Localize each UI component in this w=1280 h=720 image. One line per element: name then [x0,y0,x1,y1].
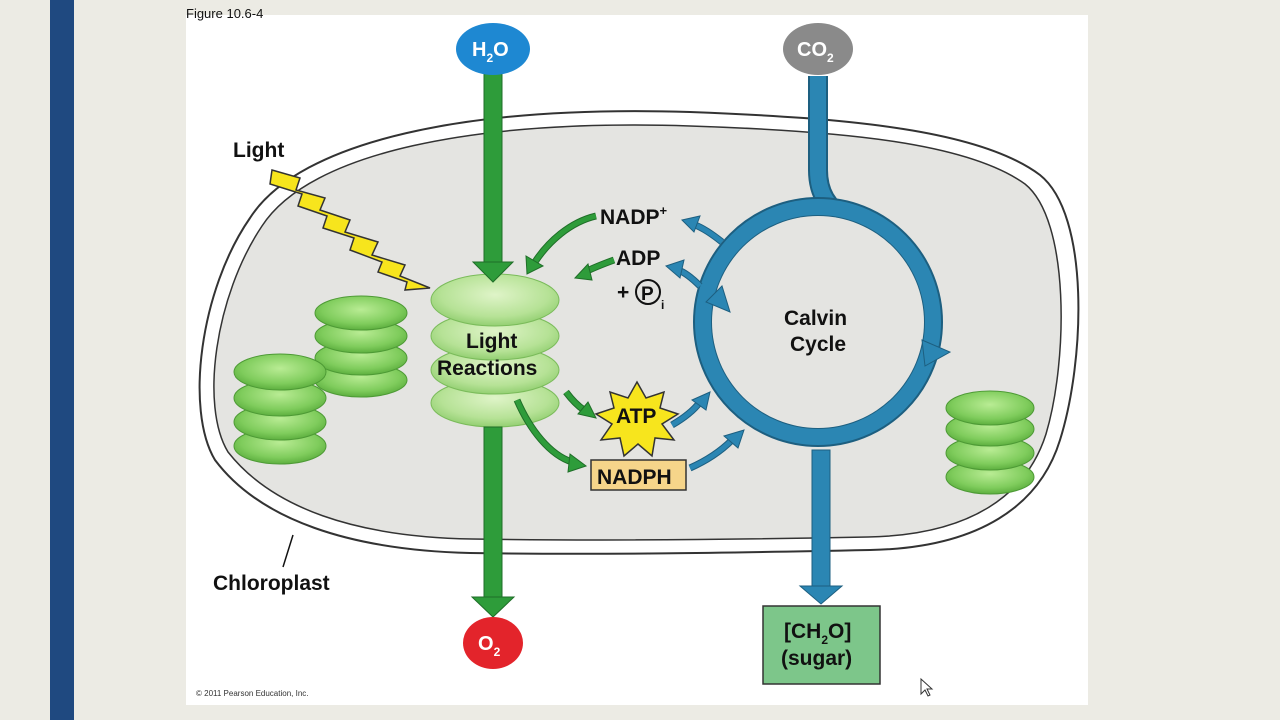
green-arrows [513,212,616,473]
svg-text:CO2: CO2 [797,39,834,65]
blue-arrows [665,215,745,472]
mouse-cursor-icon [920,677,934,697]
figure-label: Figure 10.6-4 [186,6,264,21]
copyright-text: © 2011 Pearson Education, Inc. [196,689,309,698]
nadph-box: NADPH [590,459,687,491]
light-reactions-label-line2: Reactions [437,357,537,380]
svg-text:i: i [661,298,664,312]
calvin-cycle-label-line1: Calvin [784,307,847,330]
sugar-label: (sugar) [781,647,852,670]
oxygen-output-arrow [470,426,516,618]
chloroplast-label: Chloroplast [213,534,330,595]
light-reactions-granum [430,273,560,428]
sugar-output-arrow [798,449,844,605]
nadph-label: NADPH [597,466,672,489]
calvin-cycle-ring [693,197,952,447]
svg-text:P: P [641,284,654,305]
svg-text:[CH2O]: [CH2O] [784,620,851,647]
granum-right [945,390,1035,495]
nadp-label: NADP+ [600,203,668,229]
svg-text:O2: O2 [478,633,501,659]
svg-text:+: + [617,281,629,304]
slide-side-bar [50,0,74,720]
sugar-box: [CH2O] (sugar) [762,605,881,685]
o2-bubble: O2 [463,617,523,669]
phosphate-label: + P i [617,279,664,312]
atp-label: ATP [616,405,656,428]
calvin-cycle-label-line2: Cycle [790,333,846,356]
h2o-bubble: H2O [456,23,530,75]
light-reactions-label-line1: Light [466,330,517,353]
co2-bubble: CO2 [783,23,853,75]
lightning-bolt [269,169,431,291]
svg-text:Chloroplast: Chloroplast [213,572,330,595]
granum-left-front [233,353,327,465]
water-input-arrow [471,73,515,283]
atp-star: ATP [594,380,680,458]
light-label: Light [233,139,284,162]
granum-left-back [314,295,408,398]
adp-label: ADP [616,247,660,270]
svg-text:H2O: H2O [472,39,509,65]
